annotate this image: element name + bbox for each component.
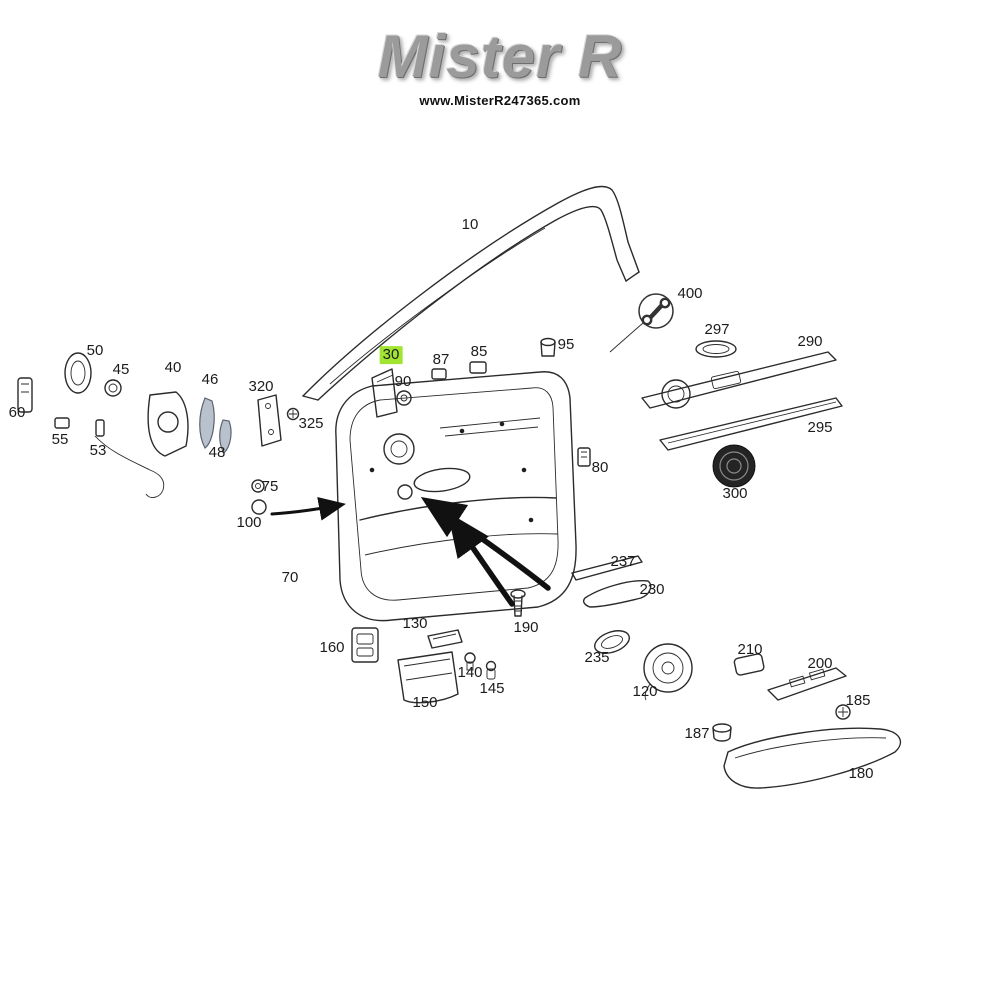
bracket-85 [469, 361, 487, 374]
part-label-48[interactable]: 48 [208, 444, 226, 462]
screw-185 [835, 704, 851, 720]
part-label-100[interactable]: 100 [236, 514, 262, 532]
part-label-30[interactable]: 30 [379, 346, 403, 364]
part-label-200[interactable]: 200 [807, 655, 833, 673]
part-label-46[interactable]: 46 [201, 371, 219, 389]
bottom-parts [351, 589, 526, 704]
plug-187 [712, 723, 732, 742]
part-label-60[interactable]: 60 [8, 404, 26, 422]
brand-website: www.MisterR247365.com [419, 93, 581, 108]
part-label-180[interactable]: 180 [848, 765, 874, 783]
armrest-parts [712, 653, 902, 789]
part-label-10[interactable]: 10 [461, 216, 479, 234]
part-label-75[interactable]: 75 [261, 478, 279, 496]
part-label-87[interactable]: 87 [432, 351, 450, 369]
part-label-53[interactable]: 53 [89, 442, 107, 460]
part-label-150[interactable]: 150 [412, 694, 438, 712]
bolt-95 [540, 337, 556, 357]
part-label-297[interactable]: 297 [704, 321, 730, 339]
part-label-45[interactable]: 45 [112, 361, 130, 379]
speaker-housing-120 [643, 643, 693, 701]
part-label-320[interactable]: 320 [248, 378, 274, 396]
pointer-arrows [270, 496, 551, 607]
part-label-120[interactable]: 120 [632, 683, 658, 701]
part-label-290[interactable]: 290 [797, 333, 823, 351]
part-label-90[interactable]: 90 [394, 373, 412, 391]
part-label-85[interactable]: 85 [470, 343, 488, 361]
part-label-130[interactable]: 130 [402, 615, 428, 633]
part-label-235[interactable]: 235 [584, 649, 610, 667]
part-label-210[interactable]: 210 [737, 641, 763, 659]
part-label-50[interactable]: 50 [86, 342, 104, 360]
part-label-400[interactable]: 400 [677, 285, 703, 303]
bulb-140 [464, 652, 476, 671]
part-label-160[interactable]: 160 [319, 639, 345, 657]
part-label-95[interactable]: 95 [557, 336, 575, 354]
part-label-187[interactable]: 187 [684, 725, 710, 743]
screw-325 [286, 407, 300, 421]
part-label-190[interactable]: 190 [513, 619, 539, 637]
part-label-40[interactable]: 40 [164, 359, 182, 377]
speaker-300 [712, 444, 756, 488]
part-label-55[interactable]: 55 [51, 431, 69, 449]
clip-80 [577, 447, 591, 467]
right-trim-parts [641, 340, 843, 488]
part-label-230[interactable]: 230 [639, 581, 665, 599]
brand-logo: Mister R [377, 23, 623, 90]
part-label-145[interactable]: 145 [479, 680, 505, 698]
header: Mister R www.MisterR247365.com [0, 22, 1000, 108]
part-label-295[interactable]: 295 [807, 419, 833, 437]
handle-parts [571, 555, 652, 654]
part-label-325[interactable]: 325 [298, 415, 324, 433]
part-label-70[interactable]: 70 [281, 569, 299, 587]
window-frame-part [302, 185, 640, 401]
part-label-140[interactable]: 140 [457, 664, 483, 682]
part-label-185[interactable]: 185 [845, 692, 871, 710]
left-parts-cluster [17, 352, 300, 515]
screw-190 [510, 589, 526, 617]
part-label-237[interactable]: 237 [610, 553, 636, 571]
part-label-300[interactable]: 300 [722, 485, 748, 503]
part-label-80[interactable]: 80 [591, 459, 609, 477]
wrench-icon [609, 293, 674, 353]
switch-87 [431, 368, 447, 380]
bulb-145 [485, 660, 497, 680]
